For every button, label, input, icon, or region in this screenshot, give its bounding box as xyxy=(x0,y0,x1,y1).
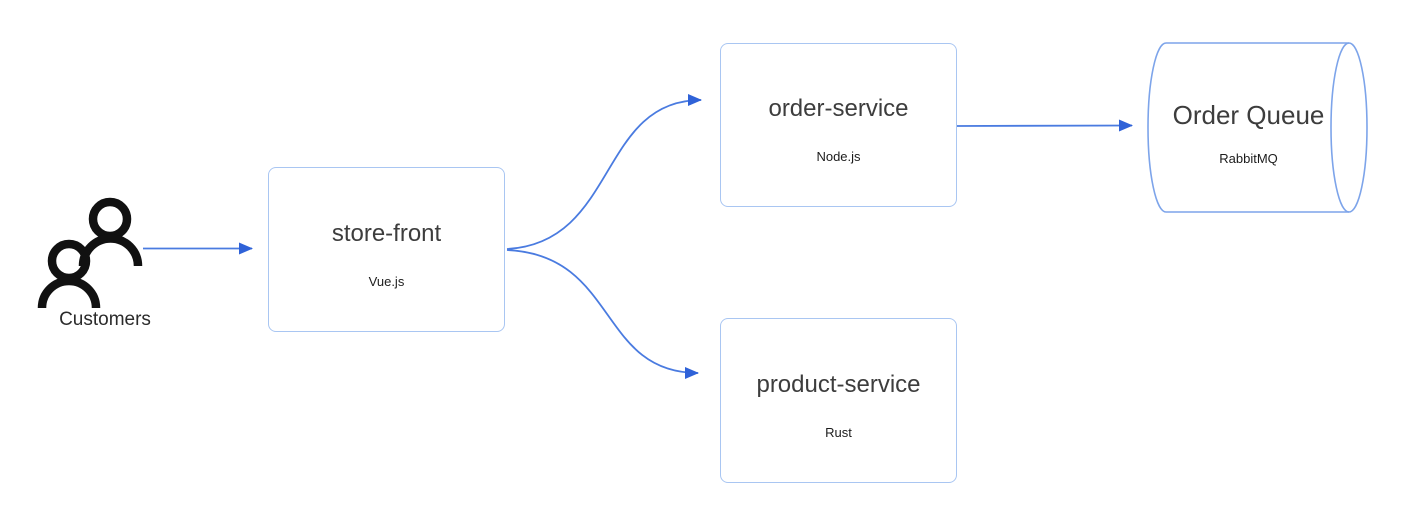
edge-store-front-to-order-service-arrow xyxy=(506,94,702,250)
store-front-title: store-front xyxy=(331,220,442,247)
order-queue-title: Order Queue xyxy=(1172,100,1325,130)
customers-icon xyxy=(37,197,143,309)
product-service-title: product-service xyxy=(756,371,921,398)
order-queue-subtitle: RabbitMQ xyxy=(1219,151,1278,166)
node-store-front: store-front Vue.js xyxy=(268,167,505,332)
edge-store-front-to-product-service-arrow xyxy=(506,249,699,379)
customers-label: Customers xyxy=(59,309,151,330)
store-front-subtitle: Vue.js xyxy=(368,274,405,289)
product-service-subtitle: Rust xyxy=(825,425,852,440)
order-service-title: order-service xyxy=(768,95,909,122)
node-order-service: order-service Node.js xyxy=(720,43,957,207)
edge-order-service-to-order-queue-arrow xyxy=(956,119,1133,132)
node-product-service: product-service Rust xyxy=(720,318,957,483)
order-service-subtitle: Node.js xyxy=(816,149,861,164)
